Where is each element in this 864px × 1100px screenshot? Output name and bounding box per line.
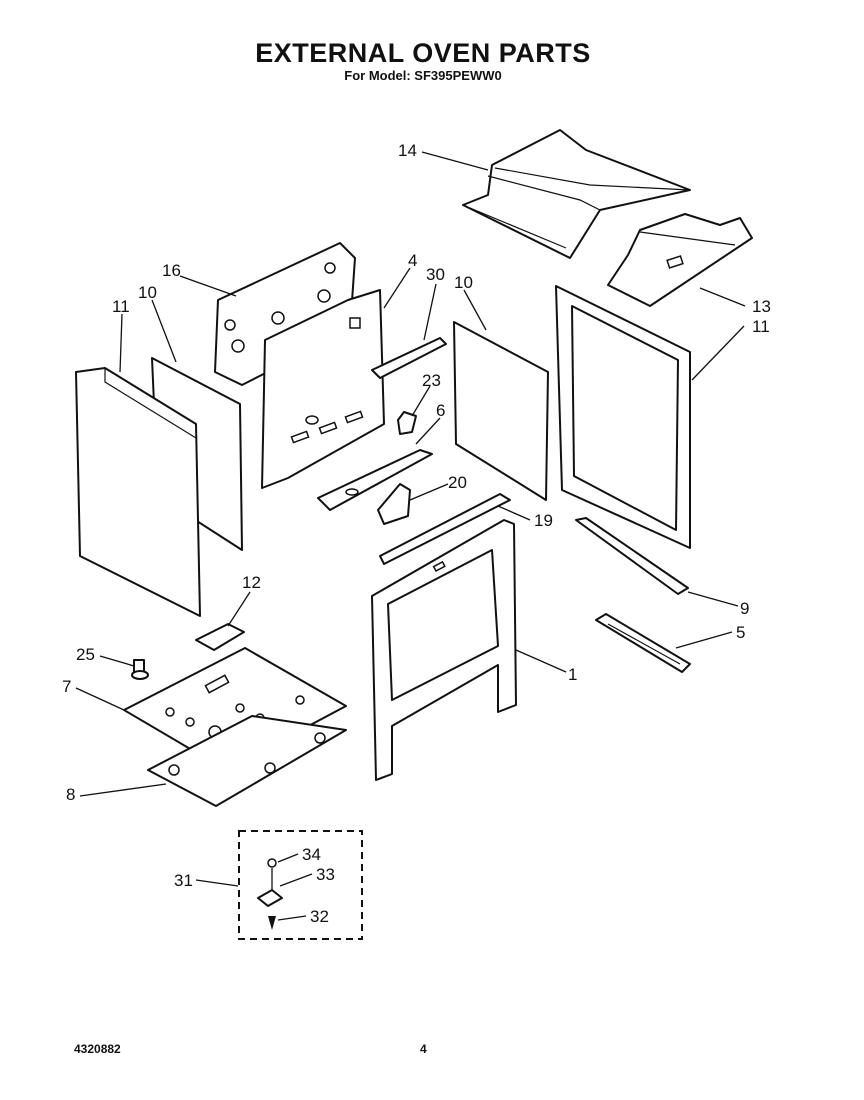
callout-25: 25	[76, 645, 95, 664]
callout-34: 34	[302, 845, 321, 864]
callout-10-left: 10	[138, 283, 157, 302]
callout-32: 32	[310, 907, 329, 926]
part-6-bracket	[317, 449, 433, 511]
part-16-rear-panel	[214, 242, 356, 386]
callout-16: 16	[162, 261, 181, 280]
callout-10-right: 10	[454, 273, 473, 292]
part-5-control-bar	[595, 613, 691, 673]
callout-11-left: 11	[112, 297, 130, 316]
part-20-bracket	[377, 483, 411, 525]
leader-lines	[75, 151, 746, 921]
part-11-right-side-panel	[555, 285, 691, 549]
part-23-clip	[397, 411, 417, 435]
callout-13: 13	[752, 297, 771, 316]
callout-19: 19	[534, 511, 553, 530]
document-number: 4320882	[74, 1042, 121, 1056]
part-14-top-panel	[462, 129, 691, 259]
part-9-rail	[575, 517, 689, 595]
callout-20: 20	[448, 473, 467, 492]
callout-9: 9	[740, 599, 749, 618]
part-11-left-side-panel	[75, 367, 201, 617]
callout-23: 23	[422, 371, 441, 390]
callout-30: 30	[426, 265, 445, 284]
callout-14: 14	[398, 141, 417, 160]
callout-12: 12	[242, 573, 261, 592]
page-number: 4	[420, 1042, 427, 1056]
callout-33: 33	[316, 865, 335, 884]
callout-5: 5	[736, 623, 745, 642]
part-4-inner-back	[261, 289, 385, 489]
part-13-bracket	[607, 213, 753, 307]
model-subtitle: For Model: SF395PEWW0	[344, 68, 502, 83]
part-25-leveler-foot	[131, 659, 149, 680]
callout-4: 4	[408, 251, 417, 270]
part-1-front-frame	[371, 519, 517, 781]
part-30-rail	[371, 337, 447, 379]
part-8-lower-plate	[147, 715, 347, 807]
part-12-bracket	[195, 623, 245, 651]
part-19-strip	[379, 493, 511, 565]
part-10-right-insulation	[453, 321, 549, 501]
callout-31: 31	[174, 871, 193, 890]
part-31-kit-box	[238, 830, 363, 940]
callout-6: 6	[436, 401, 445, 420]
page-title: EXTERNAL OVEN PARTS	[255, 38, 591, 68]
callout-labels: 14 13 11 11 10 16 4 30 10 23 6 20 19 9 5…	[62, 141, 771, 926]
callout-11-right: 11	[752, 317, 770, 336]
callout-8: 8	[66, 785, 75, 804]
callout-7: 7	[62, 677, 71, 696]
callout-1: 1	[568, 665, 577, 684]
